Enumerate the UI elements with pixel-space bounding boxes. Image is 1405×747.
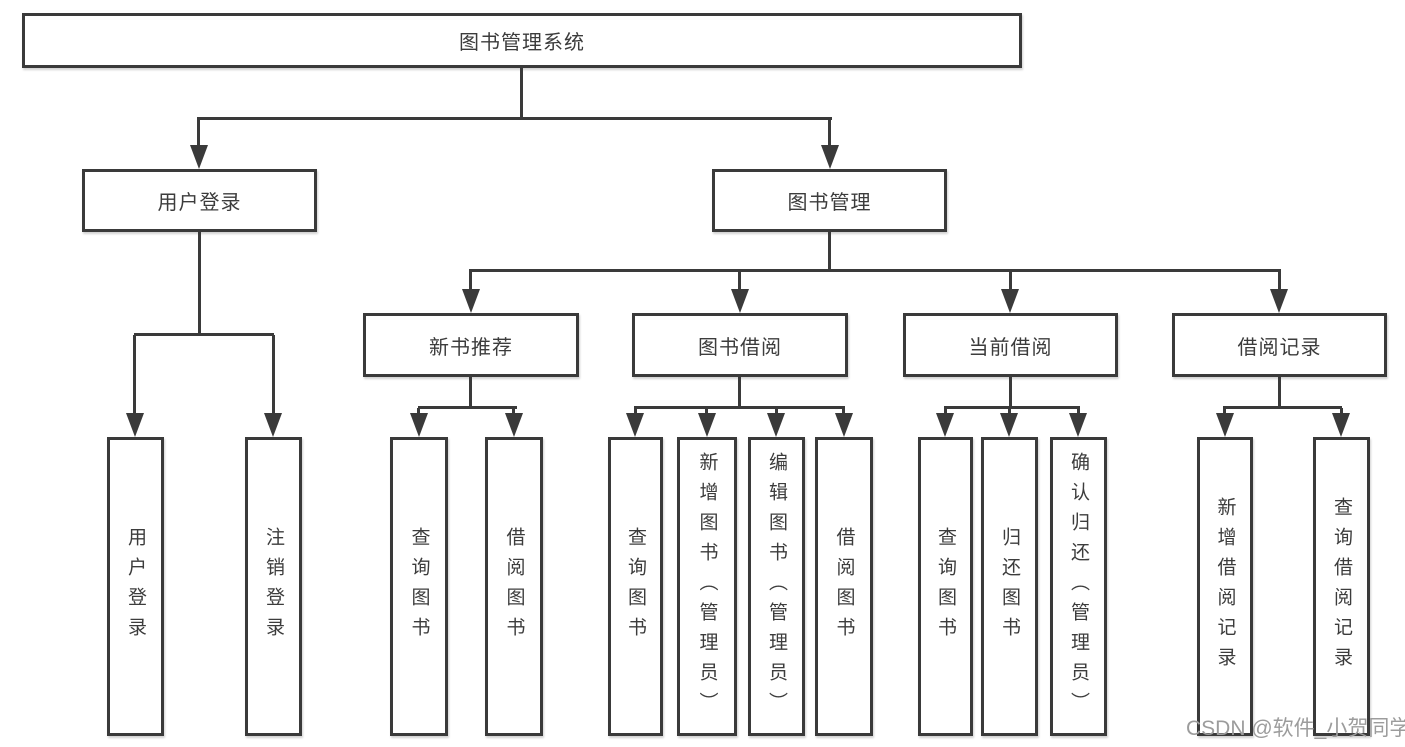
connector-line <box>634 406 845 409</box>
arrow-down <box>410 413 428 437</box>
node-nb-query-books: 查询图书 <box>390 437 448 736</box>
node-label: 归还图书 <box>999 526 1020 647</box>
connector-line <box>469 269 1281 272</box>
node-bb-borrow-books: 借阅图书 <box>815 437 873 736</box>
node-user-login: 用户登录 <box>82 169 317 232</box>
connector-line <box>828 230 831 271</box>
node-label: 当前借阅 <box>968 336 1053 359</box>
node-label: 借阅记录 <box>1237 336 1322 359</box>
arrow-down <box>462 289 480 313</box>
node-label: 借阅图书 <box>503 526 525 647</box>
connector-line <box>197 119 200 147</box>
connector-line <box>944 408 947 416</box>
connector-line <box>828 119 831 147</box>
connector-line <box>1223 406 1342 409</box>
node-user-login-action: 用户登录 <box>107 437 164 736</box>
node-br-add-record: 新增借阅记录 <box>1197 437 1253 736</box>
connector-line <box>1223 408 1226 416</box>
arrow-down <box>264 413 282 437</box>
node-borrow-records: 借阅记录 <box>1172 313 1387 377</box>
node-new-book-recommend: 新书推荐 <box>363 313 579 377</box>
node-label: 查询借阅记录 <box>1331 496 1352 677</box>
node-cb-return-books: 归还图书 <box>981 437 1038 736</box>
node-label: 注销登录 <box>263 526 284 647</box>
arrow-down <box>1069 413 1087 437</box>
node-nb-borrow-books: 借阅图书 <box>485 437 543 736</box>
connector-line <box>944 406 1080 409</box>
connector-line <box>634 408 637 416</box>
node-bb-add-books-admin: 新增图书（管理员） <box>677 437 737 736</box>
connector-line <box>1340 408 1343 416</box>
node-bb-query-books: 查询图书 <box>608 437 663 736</box>
arrow-down <box>1270 289 1288 313</box>
node-label: 确认归还（管理员） <box>1068 451 1089 722</box>
node-current-borrowing: 当前借阅 <box>903 313 1118 377</box>
arrow-down <box>190 145 208 169</box>
connector-line <box>1009 271 1012 291</box>
node-bb-edit-books-admin: 编辑图书（管理员） <box>748 437 805 736</box>
node-label: 新书推荐 <box>429 336 513 359</box>
node-label: 图书管理 <box>787 192 872 214</box>
connector-line <box>197 117 832 120</box>
connector-line <box>738 271 741 291</box>
connector-line <box>469 271 472 291</box>
node-label: 查询图书 <box>625 526 646 647</box>
arrow-down <box>731 289 749 313</box>
connector-line <box>1278 375 1281 408</box>
node-label: 新增图书（管理员） <box>696 451 718 722</box>
arrow-down <box>698 413 716 437</box>
connector-line <box>418 406 517 409</box>
arrow-down <box>936 413 954 437</box>
node-cb-query-books: 查询图书 <box>918 437 973 736</box>
node-label: 图书管理系统 <box>459 32 585 54</box>
connector-line <box>842 408 845 416</box>
arrow-down <box>1332 413 1350 437</box>
node-label: 借阅图书 <box>833 526 855 647</box>
connector-line <box>1278 271 1281 291</box>
connector-line <box>1008 408 1011 416</box>
connector-line <box>272 335 275 415</box>
node-book-borrowing: 图书借阅 <box>632 313 848 377</box>
node-logout-action: 注销登录 <box>245 437 302 736</box>
arrow-down <box>1216 413 1234 437</box>
node-br-query-record: 查询借阅记录 <box>1313 437 1370 736</box>
node-book-management: 图书管理 <box>712 169 947 232</box>
node-label: 查询图书 <box>935 526 956 647</box>
node-cb-confirm-return-admin: 确认归还（管理员） <box>1050 437 1107 736</box>
connector-line <box>198 230 201 336</box>
arrow-down <box>835 413 853 437</box>
connector-line <box>134 333 274 336</box>
connector-line <box>775 408 778 416</box>
arrow-down <box>126 413 144 437</box>
connector-line <box>417 408 420 416</box>
connector-line <box>705 408 708 416</box>
arrow-down <box>1001 289 1019 313</box>
node-label: 用户登录 <box>157 192 242 214</box>
arrow-down <box>626 413 644 437</box>
connector-line <box>512 408 515 416</box>
connector-line <box>1077 408 1080 416</box>
connector-line <box>738 375 741 408</box>
connector-line <box>1009 375 1012 408</box>
csdn-watermark: CSDN @软件_小贺同学 <box>1186 717 1405 740</box>
arrow-down <box>1000 413 1018 437</box>
node-label: 编辑图书（管理员） <box>766 451 787 722</box>
node-label: 查询图书 <box>408 526 430 647</box>
node-label: 用户登录 <box>125 526 146 647</box>
connector-line <box>520 66 523 119</box>
node-library-system: 图书管理系统 <box>22 13 1022 68</box>
node-label: 新增借阅记录 <box>1214 496 1236 677</box>
arrow-down <box>767 413 785 437</box>
arrow-down <box>505 413 523 437</box>
arrow-down <box>821 145 839 169</box>
connector-line <box>133 335 136 415</box>
node-label: 图书借阅 <box>698 336 782 359</box>
connector-line <box>469 375 472 408</box>
